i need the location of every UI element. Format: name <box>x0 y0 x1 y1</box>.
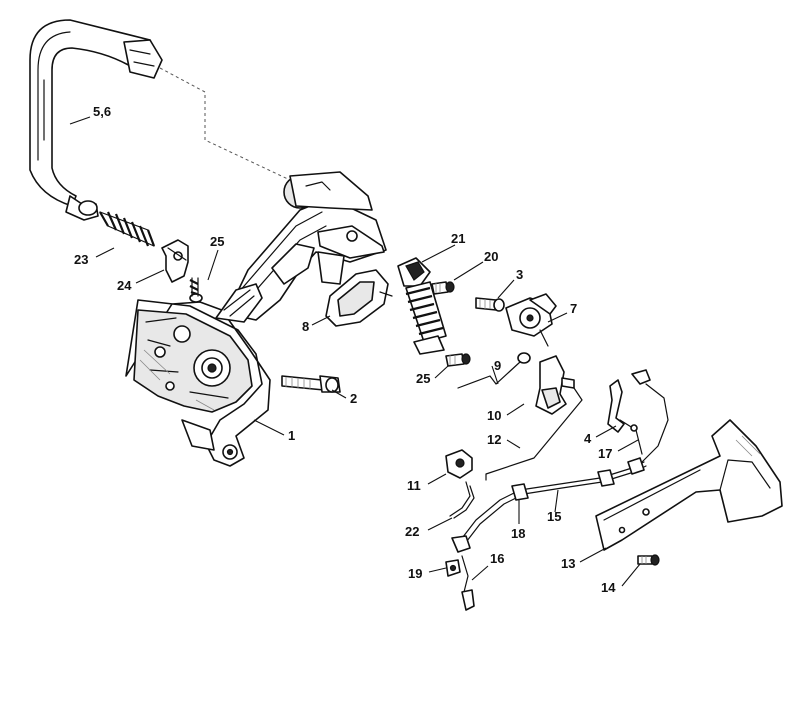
callout-5-6: 5,6 <box>93 104 111 119</box>
handlebar-tube <box>29 19 163 221</box>
callout-9: 9 <box>494 358 501 373</box>
cable-terminal <box>445 535 475 611</box>
callout-17: 17 <box>598 446 612 461</box>
leader-lines <box>69 116 641 587</box>
callout-14: 14 <box>601 580 616 595</box>
throttle-rod <box>485 387 583 481</box>
switch-bracket <box>607 369 669 473</box>
spring-wire <box>457 352 531 389</box>
callout-8: 8 <box>302 319 309 334</box>
callout-19: 19 <box>408 566 422 581</box>
callout-25-right: 25 <box>416 371 430 386</box>
callout-23: 23 <box>74 252 88 267</box>
callout-4: 4 <box>584 431 592 446</box>
callout-3: 3 <box>516 267 523 282</box>
callout-18: 18 <box>511 526 525 541</box>
throttle-lever <box>505 293 557 347</box>
handle-cover <box>595 419 783 551</box>
cover-plate <box>325 269 393 327</box>
callout-11: 11 <box>407 478 421 493</box>
assembly-dashed-line <box>159 67 291 181</box>
screw-14 <box>637 554 660 566</box>
callout-10: 10 <box>487 408 501 423</box>
cable <box>455 457 647 551</box>
callout-24: 24 <box>117 278 132 293</box>
callout-13: 13 <box>561 556 575 571</box>
spring <box>99 211 156 247</box>
screw-right <box>445 353 471 367</box>
callout-22: 22 <box>405 524 419 539</box>
bolt <box>281 375 341 393</box>
screw-left <box>189 277 203 303</box>
callout-12: 12 <box>487 432 501 447</box>
callout-labels: 5,6 23 24 25 8 1 2 21 20 3 7 25 9 10 12 … <box>74 104 616 595</box>
main-housing <box>125 171 387 467</box>
rubber-boot <box>397 257 447 355</box>
callout-16: 16 <box>490 551 504 566</box>
callout-2: 2 <box>350 391 357 406</box>
short-wire <box>449 481 475 519</box>
bracket <box>161 239 189 283</box>
screw-3 <box>475 297 505 312</box>
callout-21: 21 <box>451 231 465 246</box>
callout-7: 7 <box>570 301 577 316</box>
screw-20 <box>431 281 455 295</box>
clip <box>445 449 473 479</box>
callout-25-left: 25 <box>210 234 224 249</box>
callout-15: 15 <box>547 509 561 524</box>
callout-1: 1 <box>288 428 295 443</box>
lockout-lever <box>535 355 575 415</box>
callout-20: 20 <box>484 249 498 264</box>
